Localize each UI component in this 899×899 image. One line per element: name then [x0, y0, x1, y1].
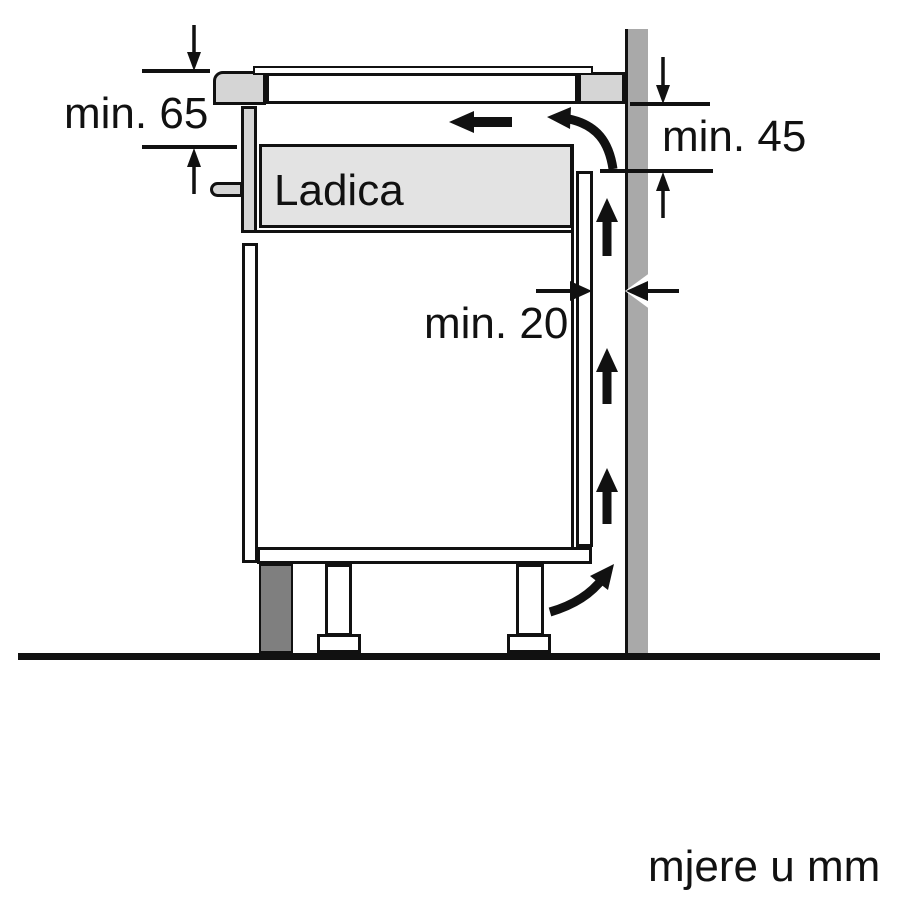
- wall: [628, 29, 648, 654]
- airflow-up-arrow-icon: [596, 348, 618, 404]
- hob-body: [266, 73, 578, 104]
- units-note: mjere u mm: [648, 842, 881, 891]
- floor-line: [18, 653, 880, 660]
- airflow-left-arrow-icon: [449, 111, 512, 133]
- worktop-rear-edge: [578, 72, 625, 104]
- front-leg-foot: [317, 634, 361, 653]
- back-leg-foot: [507, 634, 551, 653]
- mounting-peg: [210, 182, 243, 197]
- back-leg: [516, 564, 544, 636]
- drawer-box: [259, 144, 573, 228]
- cabinet-inner-right-line: [571, 144, 574, 549]
- cabinet-front-panel: [242, 243, 258, 563]
- shelf-line: [257, 230, 574, 233]
- dim-label-min-65: min. 65: [64, 89, 209, 138]
- airflow-up-arrow-icon: [596, 468, 618, 524]
- dim-label-min-45: min. 45: [662, 112, 807, 161]
- cabinet-rear-panel: [576, 171, 593, 547]
- cabinet-bottom-panel: [257, 547, 592, 564]
- drawer-label: Ladica: [274, 166, 404, 215]
- plinth: [259, 564, 293, 653]
- dim-label-min-20: min. 20: [424, 299, 569, 348]
- front-leg: [325, 564, 352, 636]
- wall-left-edge-line: [625, 29, 628, 654]
- cabinet-front-rail: [241, 106, 257, 233]
- airflow-curve-bottom-icon: [548, 564, 614, 617]
- airflow-up-arrow-icon: [596, 198, 618, 256]
- worktop-front-edge: [213, 71, 266, 105]
- hob-glass-top: [253, 66, 593, 75]
